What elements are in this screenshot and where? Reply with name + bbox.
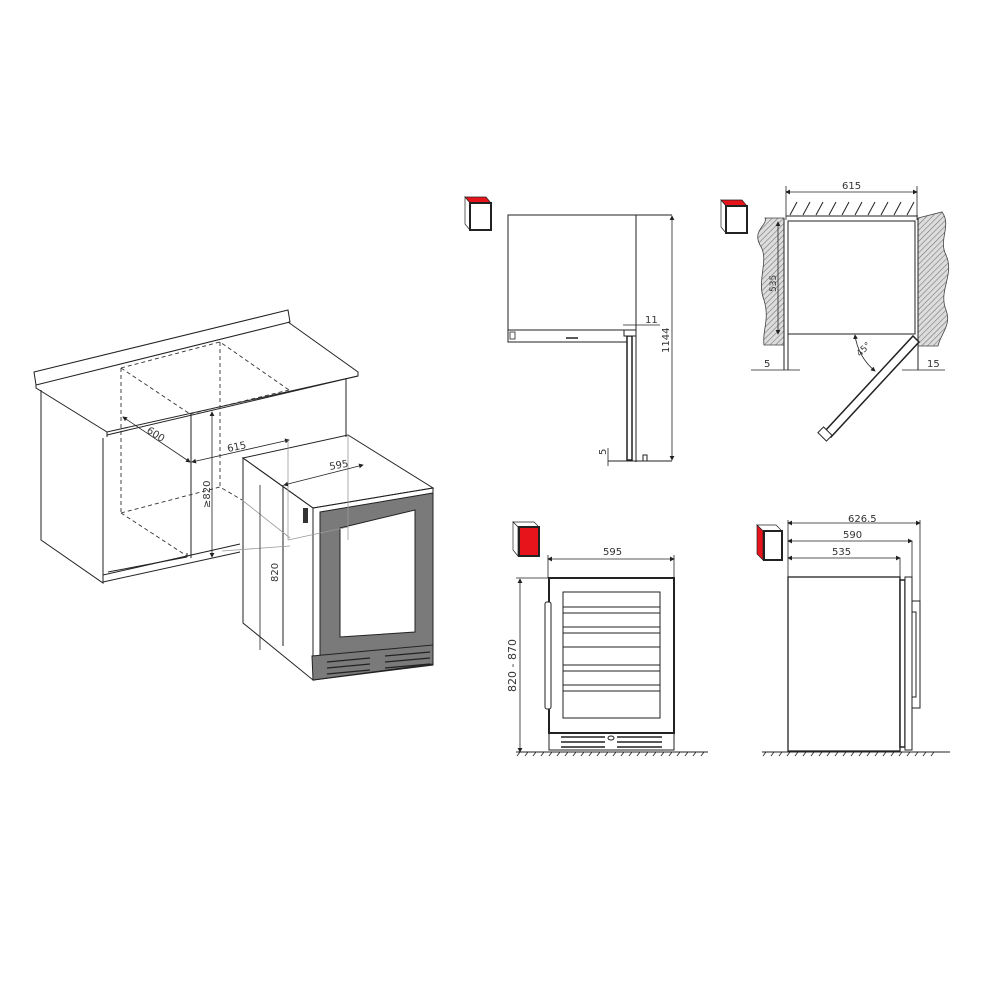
angle-label: 45°: [855, 341, 873, 359]
niche-outline-dashed: [120, 341, 290, 557]
appliance-height-label: 820: [270, 563, 281, 582]
orientation-cube-top-red-icon: [720, 199, 748, 234]
top-view-niche: 615 535 45° 5 15: [720, 181, 950, 442]
offset-label: 5: [598, 449, 609, 455]
body-depth-label: 535: [832, 547, 851, 558]
top-view-side: 1144 11 5: [464, 196, 675, 466]
depth-label: 600: [144, 425, 166, 445]
floor-hatch: [516, 751, 705, 757]
niche-width-label: 615: [842, 181, 861, 192]
right-wall-hatch: [917, 211, 950, 347]
side-view: 626.5 590 535: [756, 514, 950, 757]
total-depth-open-label: 1144: [661, 328, 672, 353]
door-handle: [544, 601, 552, 710]
width-label: 615: [226, 440, 247, 455]
right-gap-label: 15: [927, 359, 940, 370]
glass-window: [339, 509, 416, 638]
orientation-cube-front-icon: [512, 521, 540, 557]
niche-dimensions: 600 615 ≥820: [122, 411, 290, 558]
appliance-iso: 595 820: [221, 434, 435, 682]
front-width-label: 595: [603, 547, 622, 558]
left-gap-label: 5: [764, 359, 770, 370]
isometric-view: 600 615 ≥820 595: [33, 309, 435, 682]
gap-label: 11: [645, 315, 658, 326]
min-height-label: ≥820: [202, 481, 213, 508]
orientation-cube-top-icon: [464, 196, 492, 231]
countertop: [33, 309, 359, 437]
control-panel-icon: [303, 508, 308, 523]
niche-depth-label: 535: [769, 275, 779, 292]
door-depth-label: 590: [843, 530, 862, 541]
open-door-45: [823, 334, 921, 439]
total-depth-label: 626.5: [848, 514, 877, 525]
floor-hatch-side: [762, 751, 935, 757]
front-view: 595 820 - 870: [506, 521, 708, 757]
side-handle: [912, 600, 921, 709]
cabinet-body: [40, 378, 347, 584]
front-height-label: 820 - 870: [506, 639, 519, 692]
appliance-width-label: 595: [329, 459, 350, 473]
orientation-cube-side-icon: [756, 524, 783, 561]
